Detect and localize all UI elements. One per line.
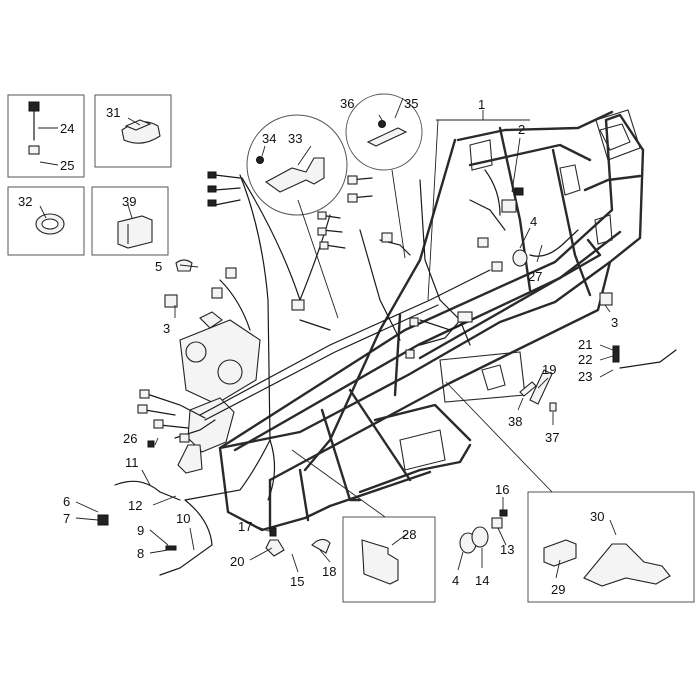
callout-27: 27 <box>528 269 542 284</box>
callout-32: 32 <box>18 194 32 209</box>
callout-2: 2 <box>518 122 525 137</box>
callout-23: 23 <box>578 369 592 384</box>
callout-9: 9 <box>137 523 144 538</box>
callout-37: 37 <box>545 430 559 445</box>
callout-18: 18 <box>322 564 336 579</box>
callout-33: 33 <box>288 131 302 146</box>
callout-labels: 1 2 3 3 4 4 5 6 7 8 9 10 11 12 13 14 15 … <box>18 96 618 597</box>
callout-4: 4 <box>530 214 537 229</box>
callout-39: 39 <box>122 194 136 209</box>
callout-13: 13 <box>500 542 514 557</box>
callout-19: 19 <box>542 362 556 377</box>
callout-20: 20 <box>230 554 244 569</box>
callout-5: 5 <box>155 259 162 274</box>
inset-33-34 <box>246 114 348 216</box>
connectors <box>97 171 620 557</box>
callout-29: 29 <box>551 582 565 597</box>
callout-leaders <box>39 97 617 579</box>
callout-26: 26 <box>123 431 137 446</box>
callout-16: 16 <box>495 482 509 497</box>
callout-38: 38 <box>508 414 522 429</box>
wiring-harness <box>114 169 677 576</box>
inset-24-25 <box>7 94 85 178</box>
callout-3: 3 <box>611 315 618 330</box>
scooter-frame <box>218 109 645 532</box>
inset-32 <box>7 186 85 256</box>
callout-10: 10 <box>176 511 190 526</box>
callout-25: 25 <box>60 158 74 173</box>
callout-1: 1 <box>478 97 485 112</box>
callout-12: 12 <box>128 498 142 513</box>
callout-14: 14 <box>475 573 489 588</box>
callout-8: 8 <box>137 546 144 561</box>
callout-28: 28 <box>402 527 416 542</box>
callout-17: 17 <box>238 519 252 534</box>
inset-28 <box>342 516 436 603</box>
callout-4: 4 <box>452 573 459 588</box>
callout-15: 15 <box>290 574 304 589</box>
callout-6: 6 <box>63 494 70 509</box>
callout-7: 7 <box>63 511 70 526</box>
inset-29-30 <box>527 491 695 603</box>
callout-34: 34 <box>262 131 276 146</box>
callout-30: 30 <box>590 509 604 524</box>
inset-35-36 <box>345 93 423 171</box>
callout-36: 36 <box>340 96 354 111</box>
engine-block <box>177 311 261 474</box>
callout-24: 24 <box>60 121 74 136</box>
callout-3: 3 <box>163 321 170 336</box>
inset-39 <box>91 186 169 256</box>
callout-35: 35 <box>404 96 418 111</box>
callout-21: 21 <box>578 337 592 352</box>
callout-31: 31 <box>106 105 120 120</box>
callout-22: 22 <box>578 352 592 367</box>
callout-11: 11 <box>125 455 139 470</box>
